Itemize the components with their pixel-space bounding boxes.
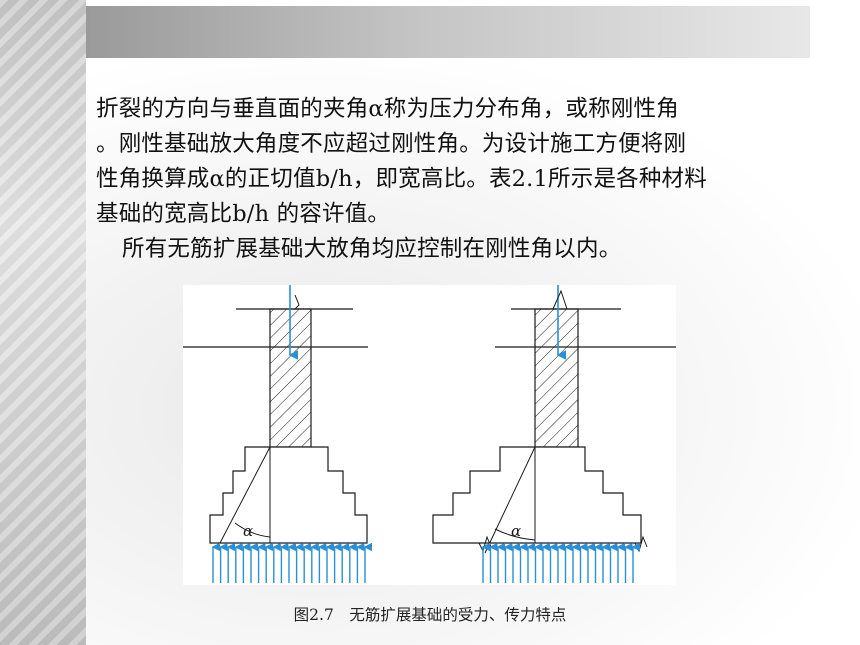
- right-foundation: α: [432, 285, 676, 583]
- foundation-diagram-svg: α α: [183, 285, 676, 583]
- right-wall-crack: [552, 289, 568, 310]
- title-bar: [86, 6, 810, 58]
- body-line-2: 。刚性基础放大角度不应超过刚性角。为设计施工方便将刚: [96, 131, 687, 157]
- body-line-1: 折裂的方向与垂直面的夹角α称为压力分布角，或称刚性角: [96, 96, 679, 122]
- right-stepped-footing: [432, 446, 642, 544]
- figure-caption: 图2.7 无筋扩展基础的受力、传力特点: [293, 606, 567, 624]
- decorative-sidebar-texture: [0, 0, 86, 645]
- body-line-3: 性角换算成α的正切值b/h，即宽高比。表2.1所示是各种材料: [96, 166, 707, 192]
- left-soil-reaction-arrows: [211, 542, 372, 583]
- left-angle-label: α: [243, 522, 253, 540]
- title-bar-end: [810, 6, 860, 58]
- left-crack-line: [219, 446, 271, 544]
- right-wall-hatched: [534, 308, 579, 448]
- right-angle-label: α: [511, 522, 521, 540]
- body-line-4: 基础的宽高比b/h 的容许值。: [96, 201, 391, 227]
- body-paragraph: 折裂的方向与垂直面的夹角α称为压力分布角，或称刚性角 。刚性基础放大角度不应超过…: [96, 92, 848, 267]
- right-crack-line: [484, 446, 536, 554]
- foundation-diagram: α α: [183, 285, 676, 585]
- left-wall-crack: [294, 294, 300, 310]
- decorative-sidebar-background: [0, 0, 86, 645]
- left-foundation: α: [183, 285, 372, 583]
- left-angle-arc: [234, 522, 271, 538]
- right-soil-reaction-arrows: [481, 542, 640, 583]
- body-line-5: 所有无筋扩展基础大放角均应控制在刚性角以内。: [122, 236, 622, 262]
- right-angle-arc: [494, 528, 536, 541]
- left-stepped-footing: [209, 446, 368, 544]
